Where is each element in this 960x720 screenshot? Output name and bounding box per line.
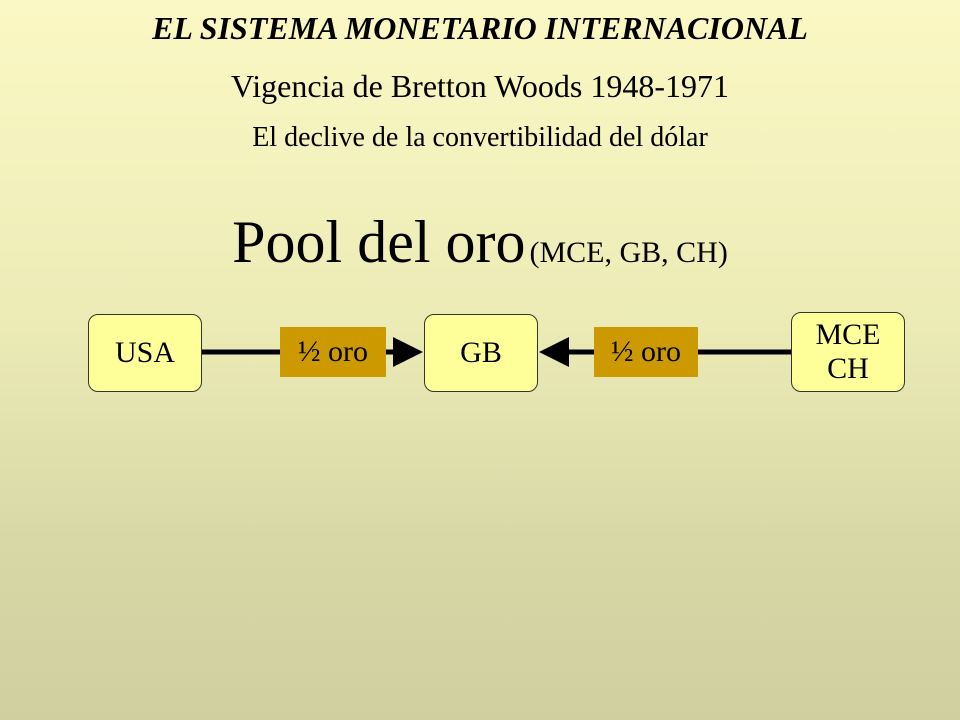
flow-label-usa-gb: ½ oro [280, 327, 386, 377]
slide-subtitle: Vigencia de Bretton Woods 1948-1971 [231, 68, 729, 104]
node-mce-label: MCE [815, 318, 881, 351]
heading-paren: (MCE, GB, CH) [529, 236, 728, 269]
node-mce-ch: MCE CH [791, 312, 905, 392]
flow-label-text: ½ oro [298, 335, 368, 368]
flow-label-mce-gb: ½ oro [594, 327, 698, 377]
node-ch-label: CH [827, 352, 869, 385]
node-usa-label: USA [114, 336, 175, 369]
slide-title: EL SISTEMA MONETARIO INTERNACIONAL [152, 10, 808, 46]
flow-label-text: ½ oro [611, 335, 681, 368]
diagram-heading: Pool del oro (MCE, GB, CH) [0, 204, 960, 296]
node-gb-label: GB [460, 336, 502, 369]
slide-subtitle-secondary: El declive de la convertibilidad del dól… [252, 122, 708, 153]
heading-main: Pool del oro [232, 209, 526, 275]
node-gb: GB [424, 314, 538, 392]
node-usa: USA [88, 314, 202, 392]
